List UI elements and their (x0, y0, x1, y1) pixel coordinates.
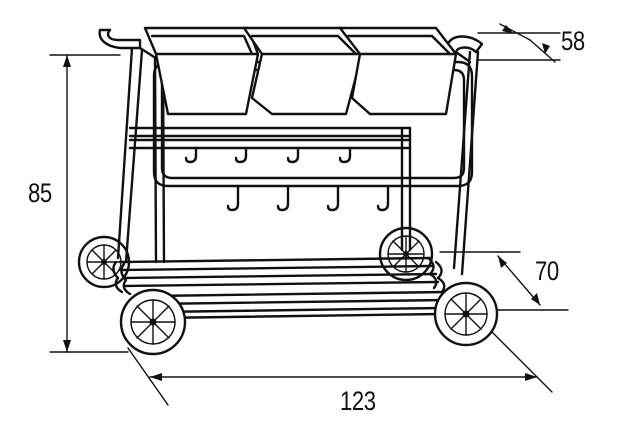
hooks-upper-row (184, 146, 352, 164)
length-label: 123 (340, 386, 376, 416)
hooks-lower-row (226, 184, 390, 212)
length-dimension-line (127, 329, 553, 406)
bin-right (338, 26, 458, 116)
width-depth-dimension-line (439, 251, 569, 311)
depth-label: 58 (561, 26, 585, 56)
bin-middle (242, 26, 364, 116)
front-right-wheel (433, 281, 499, 347)
front-left-wheel (119, 288, 187, 356)
bottom-shelf (112, 256, 448, 320)
height-label: 85 (28, 178, 52, 208)
depth-dimension-line (477, 23, 561, 63)
width-depth-label: 70 (535, 256, 559, 286)
rear-right-wheel (378, 226, 434, 282)
height-dimension-line (49, 54, 129, 353)
